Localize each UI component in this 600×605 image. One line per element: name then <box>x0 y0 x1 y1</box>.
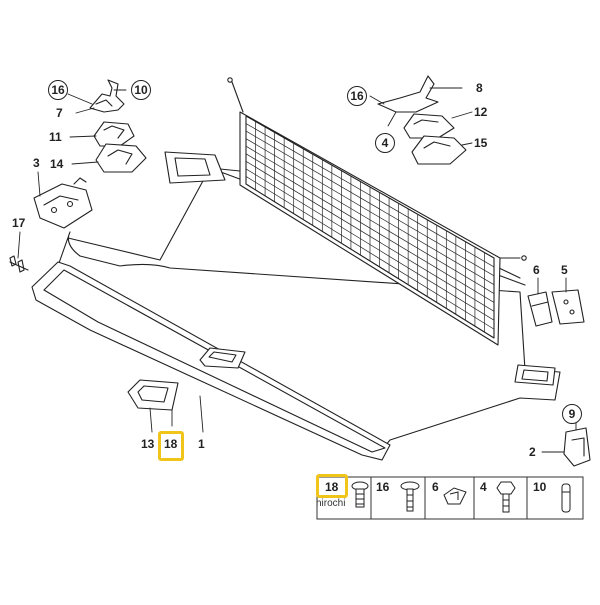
legend-cell-label-4: 4 <box>480 480 487 494</box>
callout-5: 5 <box>561 263 568 277</box>
callout-11: 11 <box>49 130 62 144</box>
cover-blind <box>31 261 391 461</box>
net-grid-line <box>245 145 495 294</box>
callout-7: 7 <box>56 106 63 120</box>
mount-bracket-part-3 <box>33 177 93 229</box>
callout-9: 9 <box>562 404 582 424</box>
bracket-part-2 <box>563 427 591 467</box>
legend-cell-label-2: 16 <box>376 480 390 494</box>
net-grid-line <box>245 168 495 321</box>
callout-17: 17 <box>12 216 26 230</box>
leader-lines <box>17 87 577 453</box>
net-grid-line <box>245 123 495 268</box>
cargo-net-grid <box>245 115 495 339</box>
callout-13: 13 <box>141 437 155 451</box>
latch-part-5 <box>551 289 585 325</box>
bracket-top-right <box>377 75 439 113</box>
highlight-legend-18 <box>316 474 348 498</box>
legend-hardware <box>351 481 571 513</box>
callout-10-top-left: 10 <box>131 80 151 100</box>
clip-part-11 <box>93 121 135 147</box>
callout-15: 15 <box>474 136 488 150</box>
callout-1: 1 <box>198 437 205 451</box>
callout-16-top-right: 16 <box>347 86 367 106</box>
net-grid-line <box>245 138 495 285</box>
callout-18: 18 <box>164 437 178 451</box>
callout-14: 14 <box>50 157 64 171</box>
clip-part-12 <box>403 113 455 139</box>
net-grid-line <box>245 183 495 339</box>
watermark-text: hirochi <box>316 498 346 509</box>
clip-part-14 <box>95 143 147 173</box>
callout-2: 2 <box>529 445 536 459</box>
net-grid-line <box>245 161 495 312</box>
latch-part-6 <box>527 291 553 327</box>
callout-6: 6 <box>533 263 540 277</box>
legend-cell-label-5: 10 <box>533 480 547 494</box>
net-grid-line <box>245 115 495 259</box>
pull-handle <box>127 379 179 411</box>
legend-cell-label-3: 6 <box>432 480 439 494</box>
highlight-callout-18 <box>158 431 184 461</box>
bracket-top-left <box>89 79 125 113</box>
callout-4: 4 <box>375 133 395 153</box>
net-grid-line <box>245 153 495 303</box>
callout-16-top-left: 16 <box>48 80 68 100</box>
legend-cell-label-1: 18 <box>325 480 339 494</box>
callout-12: 12 <box>474 105 488 119</box>
net-grid-line <box>245 176 495 330</box>
clip-part-15 <box>411 135 467 165</box>
net-grid-line <box>245 130 495 277</box>
callout-3: 3 <box>33 156 40 170</box>
pin-part-17 <box>9 255 29 273</box>
callout-8: 8 <box>476 81 483 95</box>
